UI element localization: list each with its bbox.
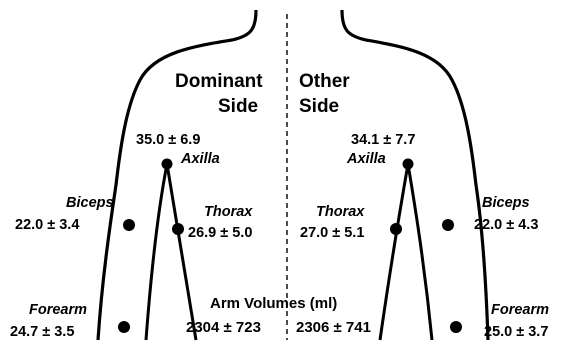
left-body-outline (98, 10, 256, 340)
dominant-thorax-value: 26.9 ± 5.0 (188, 226, 252, 241)
dominant-axilla-label: Axilla (181, 152, 220, 167)
left-torso-line (167, 164, 196, 340)
other-forearm-value: 25.0 ± 3.7 (484, 325, 548, 340)
other-forearm-dot (450, 321, 462, 333)
right-torso-line (380, 164, 408, 340)
dominant-thorax-label: Thorax (204, 205, 252, 220)
other-thorax-label: Thorax (316, 205, 364, 220)
dominant-axilla-dot (162, 159, 173, 170)
dominant-side-header-line1: Dominant (175, 72, 263, 91)
other-biceps-dot (442, 219, 454, 231)
other-axilla-label: Axilla (347, 152, 386, 167)
other-biceps-label: Biceps (482, 196, 530, 211)
other-axilla-dot (403, 159, 414, 170)
right-inner-arm-line (408, 164, 432, 340)
dominant-biceps-label: Biceps (66, 196, 114, 211)
left-inner-arm-line (146, 164, 167, 340)
dominant-forearm-label: Forearm (29, 303, 87, 318)
other-arm-volume: 2306 ± 741 (296, 320, 371, 335)
other-thorax-dot (390, 223, 402, 235)
other-side-header-line1: Other (299, 72, 350, 91)
dominant-biceps-dot (123, 219, 135, 231)
dominant-axilla-value: 35.0 ± 6.9 (136, 133, 200, 148)
arm-volumes-title: Arm Volumes (ml) (210, 296, 337, 311)
dominant-forearm-dot (118, 321, 130, 333)
other-biceps-value: 22.0 ± 4.3 (474, 218, 538, 233)
other-thorax-value: 27.0 ± 5.1 (300, 226, 364, 241)
dominant-side-header-line2: Side (218, 97, 258, 116)
other-axilla-value: 34.1 ± 7.7 (351, 133, 415, 148)
dominant-forearm-value: 24.7 ± 3.5 (10, 325, 74, 340)
dominant-arm-volume: 2304 ± 723 (186, 320, 261, 335)
dominant-thorax-dot (172, 223, 184, 235)
right-body-outline (342, 10, 488, 340)
other-forearm-label: Forearm (491, 303, 549, 318)
other-side-header-line2: Side (299, 97, 339, 116)
dominant-biceps-value: 22.0 ± 3.4 (15, 218, 79, 233)
